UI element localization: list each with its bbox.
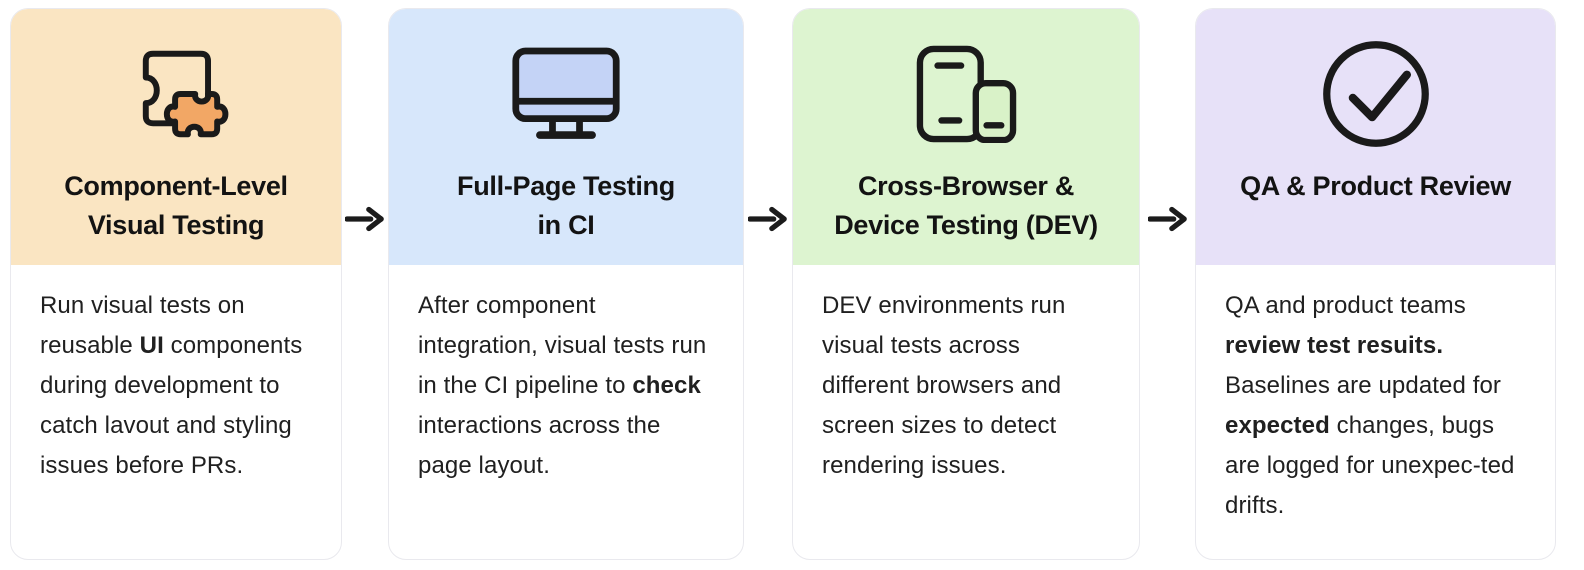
flow-arrow <box>744 8 792 233</box>
card-cross-browser-device-testing: Cross-Browser &Device Testing (DEV) DEV … <box>792 8 1140 560</box>
card-description: After component integration, visual test… <box>418 292 707 479</box>
card-header: Cross-Browser &Device Testing (DEV) <box>793 9 1139 265</box>
card-header: QA & Product Review <box>1196 9 1555 265</box>
card-body: After component integration, visual test… <box>389 265 743 486</box>
flow-arrow <box>342 8 388 233</box>
card-body: DEV environments run visual tests across… <box>793 265 1139 486</box>
arrow-right-icon <box>748 206 787 232</box>
monitor-icon <box>510 9 622 167</box>
arrow-right-icon <box>345 206 384 232</box>
card-description: Run visual tests on reusable UI componen… <box>40 292 303 479</box>
card-description: DEV environments run visual tests across… <box>822 292 1066 479</box>
flow-arrow <box>1140 8 1195 233</box>
card-description: QA and product teams review test resuits… <box>1225 292 1515 519</box>
card-title: Cross-Browser &Device Testing (DEV) <box>834 171 1098 240</box>
check-circle-icon <box>1320 9 1432 167</box>
puzzle-icon <box>122 9 230 167</box>
phone-tablet-icon <box>915 9 1017 167</box>
card-body: Run visual tests on reusable UI componen… <box>11 265 341 486</box>
arrow-right-icon <box>1147 206 1187 232</box>
card-body: QA and product teams review test resuits… <box>1196 265 1555 526</box>
card-qa-product-review: QA & Product Review QA and product teams… <box>1195 8 1556 560</box>
card-title: QA & Product Review <box>1240 171 1511 201</box>
